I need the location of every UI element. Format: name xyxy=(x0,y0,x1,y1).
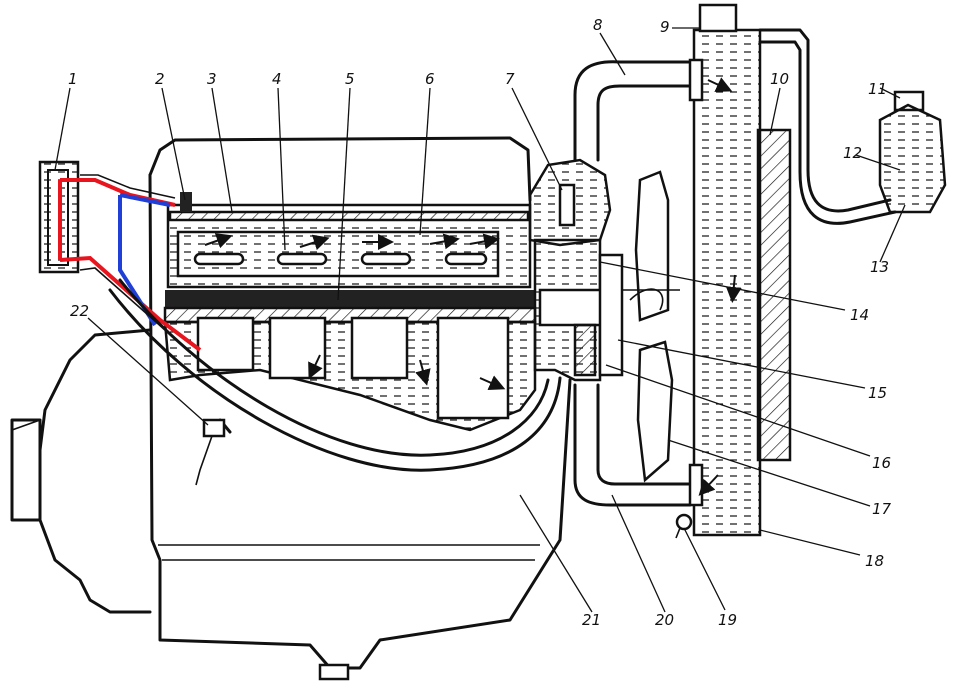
callout-15: 15 xyxy=(868,384,887,402)
radiator xyxy=(688,3,762,537)
leader-lines xyxy=(54,27,906,613)
callout-14: 14 xyxy=(850,306,869,324)
callout-3: 3 xyxy=(207,70,217,88)
flow-arrows-head xyxy=(204,233,500,251)
heater-valve xyxy=(180,192,192,212)
fan-pulley xyxy=(598,253,624,377)
coolant-passages xyxy=(193,252,488,266)
cylinder-head-jacket xyxy=(163,203,537,324)
expansion-tank xyxy=(878,90,947,214)
bell-housing xyxy=(10,328,152,614)
callout-21: 21 xyxy=(582,611,601,629)
callout-13: 13 xyxy=(870,258,889,276)
callout-9: 9 xyxy=(660,18,670,36)
callout-19: 19 xyxy=(718,611,737,629)
callout-16: 16 xyxy=(872,454,891,472)
callout-18: 18 xyxy=(865,552,884,570)
water-pump xyxy=(533,238,612,382)
radiator-shutter xyxy=(756,128,792,462)
callout-2: 2 xyxy=(155,70,165,88)
callout-1: 1 xyxy=(68,70,78,88)
callouts: 1 2 3 4 5 6 7 8 9 10 11 12 13 14 15 16 1… xyxy=(68,16,892,629)
callout-20: 20 xyxy=(655,611,674,629)
bypass-hose xyxy=(118,278,550,457)
radiator-cap xyxy=(698,3,738,33)
block-drain-cock xyxy=(195,418,232,486)
cylinders xyxy=(163,316,537,432)
fan xyxy=(610,170,680,483)
callout-7: 7 xyxy=(505,70,515,88)
callout-10: 10 xyxy=(770,70,789,88)
radiator-drain-cock xyxy=(675,513,693,539)
callout-5: 5 xyxy=(345,70,355,88)
callout-4: 4 xyxy=(272,70,282,88)
thermostat xyxy=(528,158,612,247)
callout-11: 11 xyxy=(868,80,887,98)
engine-block xyxy=(148,136,572,681)
callout-12: 12 xyxy=(843,144,862,162)
callout-8: 8 xyxy=(593,16,603,34)
upper-radiator-hose xyxy=(573,60,692,162)
lower-radiator-hose xyxy=(573,383,692,507)
callout-6: 6 xyxy=(425,70,435,88)
callout-17: 17 xyxy=(872,500,892,518)
overflow-pipe xyxy=(758,28,892,213)
callout-22: 22 xyxy=(70,302,89,320)
